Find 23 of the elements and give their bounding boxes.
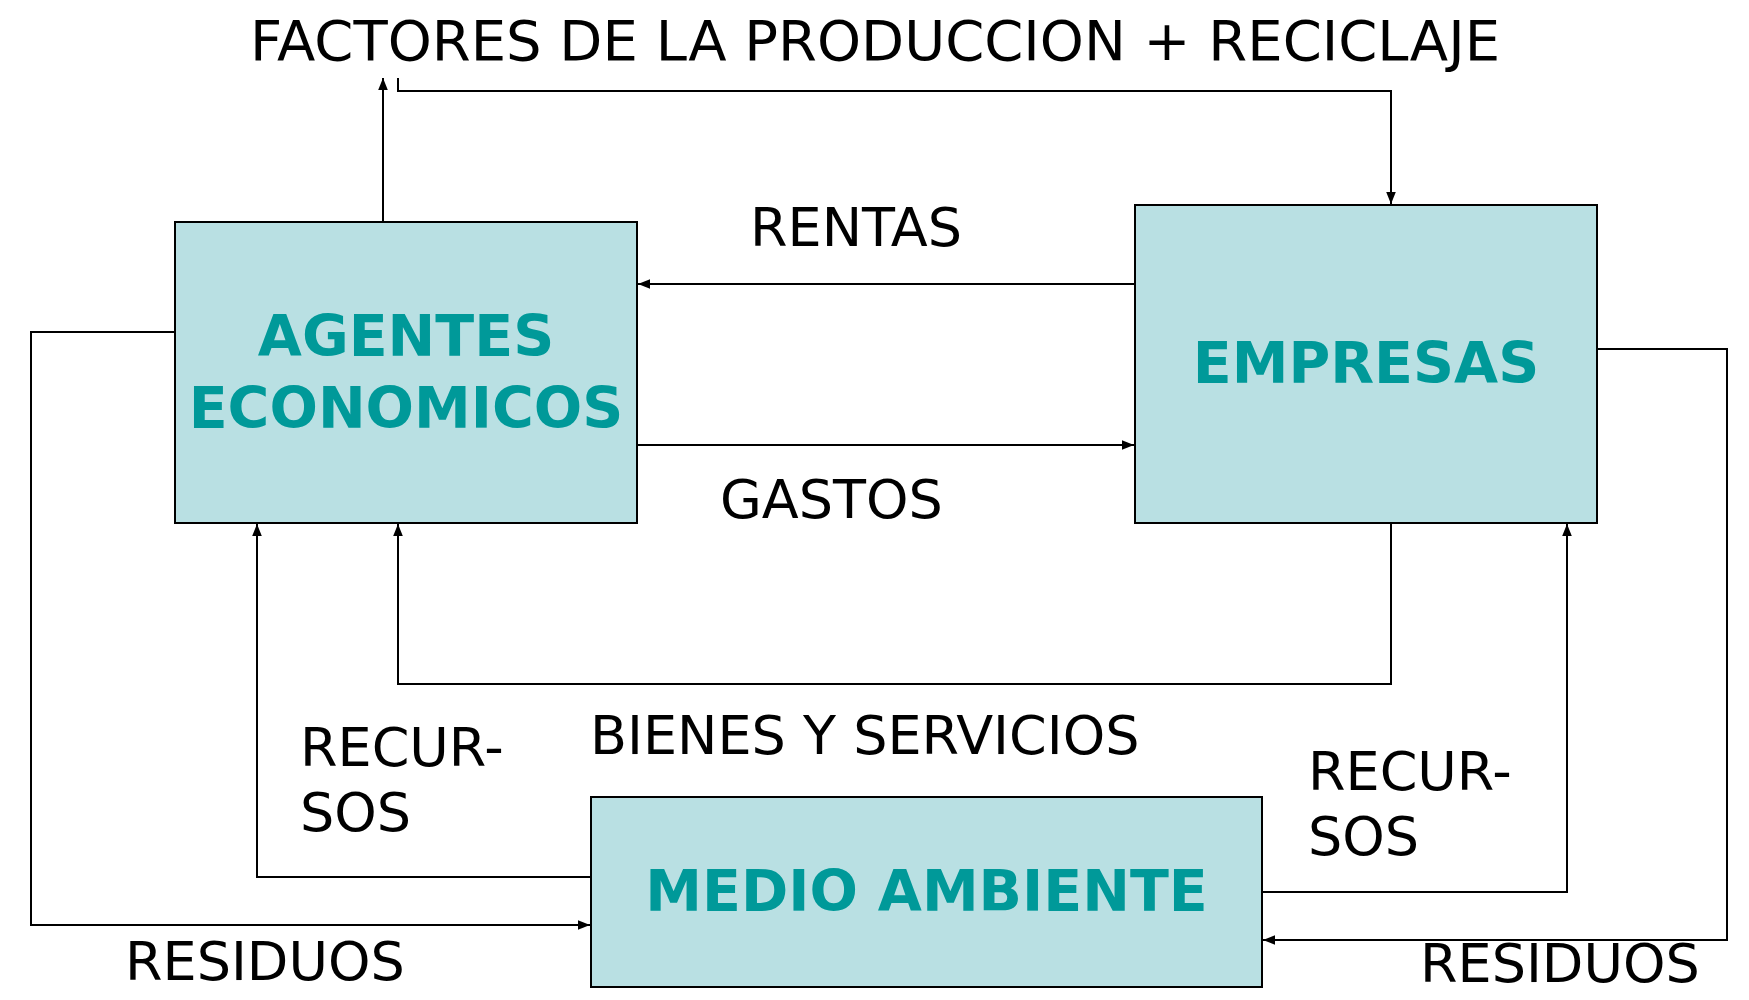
process-box	[590, 796, 1263, 988]
box-title: EMPRESAS	[1192, 329, 1540, 399]
arrow	[378, 77, 388, 222]
edge-label: RESIDUOS	[1420, 932, 1701, 997]
box-title: MEDIO AMBIENTE	[645, 857, 1208, 927]
arrow	[30, 331, 591, 930]
arrow	[1262, 348, 1728, 945]
edge-label: RENTAS	[750, 196, 964, 261]
edge-label: RECUR- SOS	[300, 716, 505, 846]
box-title: AGENTES ECONOMICOS	[187, 302, 625, 443]
arrow	[1262, 523, 1572, 893]
edge-label: GASTOS	[720, 468, 944, 533]
arrow	[393, 523, 1392, 685]
flow-label: FACTORES DE LA PRODUCCION + RECICLAJE	[249, 7, 1501, 75]
arrow	[397, 77, 1396, 205]
edge-label: RESIDUOS	[125, 930, 406, 995]
arrow	[637, 440, 1135, 450]
arrow	[252, 523, 591, 878]
process-box	[1134, 204, 1598, 524]
arrow	[637, 279, 1135, 289]
edge-label: BIENES Y SERVICIOS	[590, 704, 1141, 769]
edge-label: RECUR- SOS	[1308, 740, 1513, 870]
process-box	[174, 221, 638, 524]
